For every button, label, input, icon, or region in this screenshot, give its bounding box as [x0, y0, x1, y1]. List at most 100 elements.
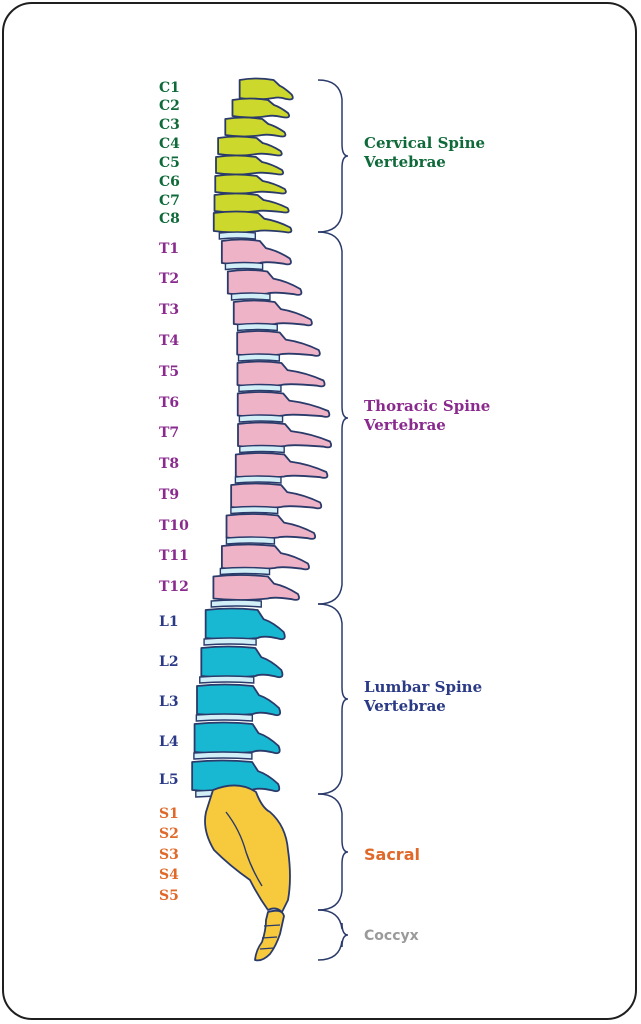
thoracic-disc-7	[238, 414, 284, 423]
label-l1: L1	[159, 614, 179, 630]
thoracic-disc-11	[225, 536, 276, 545]
thoracic-disc-2	[224, 261, 264, 271]
thoracic-vertebra-6-body	[236, 391, 331, 418]
coccyx-segment-line-1	[263, 924, 281, 927]
thoracic-vertebra-4-body	[236, 330, 321, 357]
label-t1: T1	[159, 241, 180, 257]
thoracic-region-title: Thoracic Spine Vertebrae	[364, 397, 490, 435]
lumbar-title-line2: Vertebrae	[364, 697, 446, 715]
region-brackets	[317, 79, 349, 961]
cervical-vertebra-6-body	[214, 173, 287, 195]
label-t9: T9	[159, 487, 180, 503]
thoracic-disc-12	[219, 566, 271, 576]
label-s4: S4	[159, 867, 179, 883]
lumbar-disc-4	[195, 713, 254, 722]
sacral-title-line1: Sacral	[364, 845, 420, 864]
thoracic-disc-10	[230, 505, 279, 515]
coccyx-bracket	[317, 909, 349, 961]
cervical-title-line1: Cervical Spine	[364, 134, 486, 152]
thoracic-vertebra-12	[212, 574, 300, 601]
thoracic-title-line1: Thoracic Spine	[364, 397, 491, 415]
thoracic-vertebra-10	[225, 513, 317, 540]
label-t8: T8	[159, 456, 180, 472]
label-t5: T5	[159, 364, 180, 380]
thoracic-vertebra-3-body	[232, 299, 313, 327]
cervical-vertebra-8-body	[212, 210, 293, 234]
thoracic-vertebra-6	[236, 391, 331, 418]
cervical-vertebra-3	[224, 116, 287, 138]
sacrum	[204, 784, 291, 913]
thoracic-vertebra-8-body	[234, 452, 329, 479]
thoracic-vertebra-10-body	[225, 513, 317, 540]
spine-column	[191, 77, 333, 962]
thoracic-vertebra-1	[220, 238, 292, 266]
lumbar-vertebra-2	[200, 645, 284, 679]
coccyx-segment-line-3	[259, 947, 275, 950]
cervical-vertebra-2-body	[231, 97, 290, 119]
lumbar-region-title: Lumbar Spine Vertebrae	[364, 678, 482, 716]
label-l4: L4	[159, 734, 179, 750]
label-c7: C7	[159, 193, 180, 209]
label-t3: T3	[159, 302, 180, 318]
cervical-vertebra-6	[214, 173, 287, 195]
label-t4: T4	[159, 333, 180, 349]
label-l5: L5	[159, 772, 179, 788]
label-l2: L2	[159, 654, 179, 670]
label-l3: L3	[159, 694, 179, 710]
cervical-vertebra-7	[213, 192, 290, 214]
lumbar-disc-3	[199, 675, 255, 684]
thoracic-vertebra-9	[230, 482, 323, 510]
cervical-vertebra-2	[231, 97, 290, 119]
label-c4: C4	[159, 136, 180, 152]
lumbar-vertebra-2-body	[200, 645, 284, 679]
thoracic-disc-3	[230, 292, 271, 301]
label-c2: C2	[159, 98, 180, 114]
label-c3: C3	[159, 117, 180, 133]
label-c6: C6	[159, 174, 180, 190]
cervical-vertebra-3-body	[224, 116, 287, 138]
cervical-vertebra-7-body	[213, 192, 290, 214]
thoracic-bracket	[317, 231, 349, 605]
cervical-vertebra-8	[212, 210, 293, 234]
cervical-vertebra-5-body	[215, 154, 285, 176]
thoracic-vertebra-5-body	[236, 360, 326, 388]
label-c1: C1	[159, 80, 180, 96]
thoracic-vertebra-7-body	[237, 421, 333, 449]
thoracic-vertebra-8	[234, 452, 329, 479]
cervical-bracket	[317, 79, 349, 233]
label-t11: T11	[159, 548, 189, 564]
label-s5: S5	[159, 888, 179, 904]
label-t10: T10	[159, 518, 189, 534]
label-t12: T12	[159, 579, 189, 595]
thoracic-disc-4	[236, 322, 278, 332]
cervical-vertebra-5	[215, 154, 285, 176]
label-t7: T7	[159, 425, 180, 441]
lumbar-disc-2	[203, 637, 257, 646]
thoracic-vertebra-2	[226, 269, 303, 296]
cervical-title-line2: Vertebrae	[364, 153, 446, 171]
label-s3: S3	[159, 847, 179, 863]
lumbar-bracket	[317, 603, 349, 795]
thoracic-vertebra-5	[236, 360, 326, 388]
cervical-vertebra-4-body	[217, 135, 283, 157]
thoracic-disc-8	[239, 444, 285, 454]
thoracic-disc-9	[234, 475, 282, 484]
thoracic-disc-1	[218, 231, 257, 240]
sacral-region-title: Sacral	[364, 845, 420, 864]
thoracic-vertebra-12-body	[212, 574, 300, 601]
lumbar-disc-5	[193, 751, 253, 760]
thoracic-vertebra-2-body	[226, 269, 303, 296]
label-c8: C8	[159, 211, 180, 227]
label-c5: C5	[159, 155, 180, 171]
label-t6: T6	[159, 395, 180, 411]
vertebra-labels: C1 C2 C3 C4 C5 C6 C7 C8 T1 T2 T3 T4 T5 T…	[0, 0, 210, 1024]
coccyx-region-title: Coccyx	[364, 927, 419, 946]
thoracic-vertebra-4	[236, 330, 321, 357]
lumbar-disc-1	[210, 599, 262, 608]
coccyx	[254, 909, 285, 962]
cervical-vertebra-1	[238, 77, 294, 101]
label-s2: S2	[159, 826, 179, 842]
thoracic-title-line2: Vertebrae	[364, 416, 446, 434]
